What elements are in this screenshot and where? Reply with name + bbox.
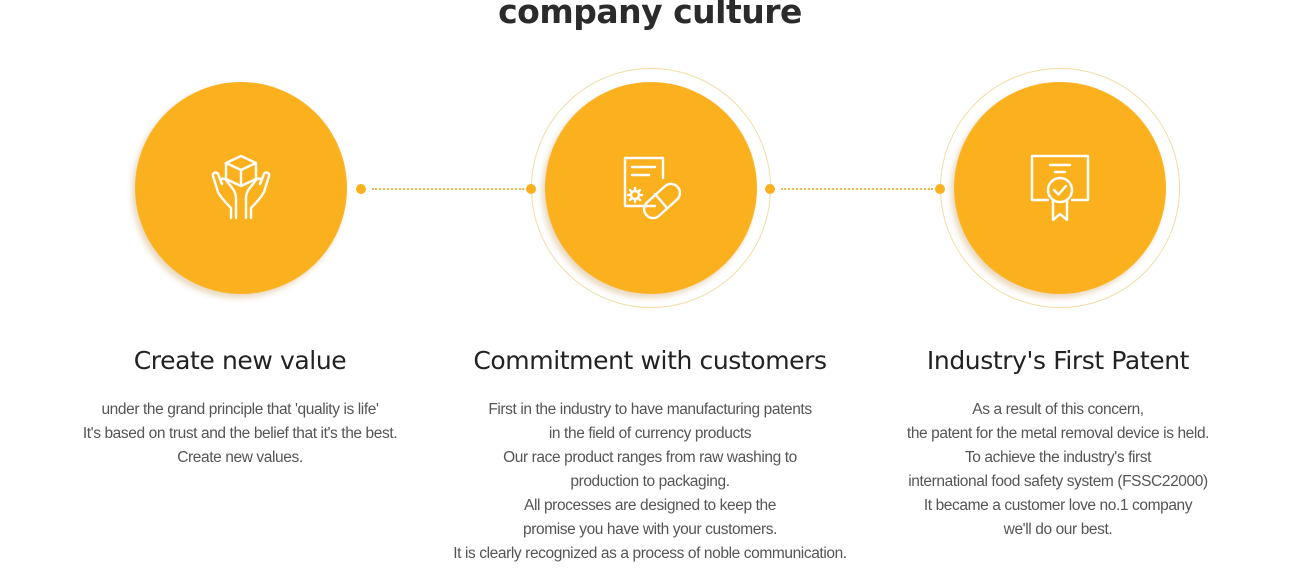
hands-box-icon — [211, 154, 271, 220]
desc-line: It became a customer love no.1 company — [923, 497, 1193, 514]
desc-line: It's based on trust and the belief that … — [82, 425, 398, 442]
desc-line: international food safety system (FSSC22… — [908, 473, 1208, 490]
desc-line: Create new values. — [177, 449, 303, 466]
desc-line: Our race product ranges from raw washing… — [503, 449, 797, 466]
item-heading: Create new value — [133, 346, 347, 375]
desc-line: To achieve the industry's first — [964, 449, 1152, 466]
desc-line: promise you have with your customers. — [523, 521, 777, 538]
connector-dot — [356, 184, 366, 194]
desc-line: we'll do our best. — [1003, 521, 1113, 538]
connector-dot — [935, 184, 945, 194]
desc-line: in the field of currency products — [548, 425, 752, 442]
item-heading: Commitment with customers — [473, 346, 827, 375]
connector-dotted-line — [781, 188, 933, 190]
item-heading: Industry's First Patent — [926, 346, 1190, 375]
connector-dotted-line — [372, 188, 524, 190]
item-description: As a result of this concern, the patent … — [838, 398, 1278, 542]
culture-item-first-patent: Industry's First Patent As a result of t… — [838, 346, 1278, 542]
desc-line: All processes are designed to keep the — [524, 497, 776, 514]
culture-circle-1 — [135, 82, 347, 294]
item-description: First in the industry to have manufactur… — [430, 398, 870, 566]
culture-item-commitment: Commitment with customers First in the i… — [430, 346, 870, 566]
document-capsule-icon — [623, 156, 682, 220]
desc-line: As a result of this concern, — [972, 401, 1144, 418]
desc-line: the patent for the metal removal device … — [906, 425, 1210, 442]
connector-dot — [765, 184, 775, 194]
desc-line: It is clearly recognized as a process of… — [453, 545, 847, 562]
culture-item-create-value: Create new value under the grand princip… — [20, 346, 460, 470]
item-description: under the grand principle that 'quality … — [20, 398, 460, 470]
desc-line: First in the industry to have manufactur… — [488, 401, 812, 418]
desc-line: under the grand principle that 'quality … — [101, 401, 379, 418]
certificate-badge-icon — [1030, 154, 1090, 222]
page-title: company culture — [498, 0, 802, 31]
culture-circle-2 — [545, 82, 757, 294]
connector-dot — [526, 184, 536, 194]
culture-circle-3 — [954, 82, 1166, 294]
desc-line: production to packaging. — [570, 473, 730, 490]
